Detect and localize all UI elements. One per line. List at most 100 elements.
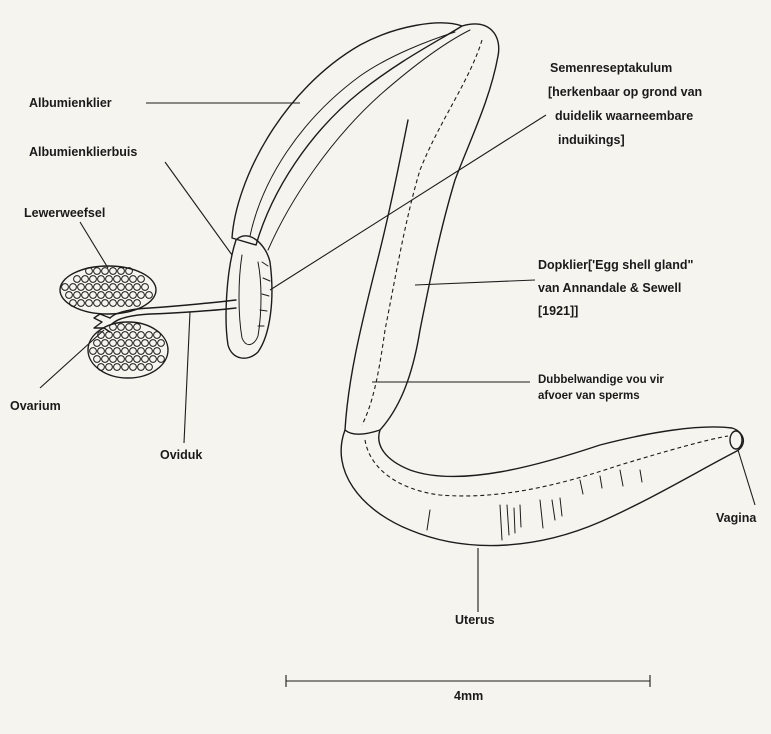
label-lewerweefsel: Lewerweefsel bbox=[24, 205, 105, 222]
liver-cell bbox=[122, 332, 129, 339]
label-semenreseptakulum-line2: [herkenbaar op grond van bbox=[548, 84, 702, 101]
liver-cell bbox=[70, 284, 77, 291]
leader-dopklier bbox=[415, 280, 535, 285]
liver-cell bbox=[146, 332, 153, 339]
liver-cell bbox=[110, 284, 117, 291]
liver-cell bbox=[94, 284, 101, 291]
liver-cell bbox=[106, 276, 113, 283]
liver-cell bbox=[118, 284, 125, 291]
liver-cell bbox=[134, 340, 141, 347]
liver-cell bbox=[158, 356, 165, 363]
leader-ovarium bbox=[40, 330, 104, 388]
liver-cell bbox=[86, 300, 93, 307]
liver-cell bbox=[94, 300, 101, 307]
liver-cell bbox=[98, 348, 105, 355]
liver-cell bbox=[126, 284, 133, 291]
liver-cell bbox=[118, 300, 125, 307]
liver-cell bbox=[130, 348, 137, 355]
label-semenreseptakulum: Semenreseptakulum bbox=[550, 60, 672, 77]
liver-cell bbox=[130, 276, 137, 283]
liver-cell bbox=[134, 324, 141, 331]
liver-cell bbox=[74, 292, 81, 299]
liver-cell bbox=[90, 276, 97, 283]
semen-receptaculum bbox=[226, 236, 272, 358]
liver-cell bbox=[94, 356, 101, 363]
liver-cell bbox=[146, 364, 153, 371]
liver-cell bbox=[122, 364, 129, 371]
label-oviduk: Oviduk bbox=[160, 447, 202, 464]
liver-cell bbox=[106, 332, 113, 339]
label-semenreseptakulum-line3: duidelik waarneembare bbox=[555, 108, 693, 125]
liver-cell bbox=[146, 292, 153, 299]
capsule-gland-stripe bbox=[268, 30, 470, 250]
leader-albumienklierbuis bbox=[165, 162, 232, 255]
liver-cell bbox=[102, 268, 109, 275]
liver-cell bbox=[82, 276, 89, 283]
liver-cell bbox=[142, 356, 149, 363]
liver-cell bbox=[138, 276, 145, 283]
liver-cell bbox=[82, 292, 89, 299]
liver-cell bbox=[106, 364, 113, 371]
label-dopklier-line2: van Annandale & Sewell bbox=[538, 280, 681, 297]
liver-cell bbox=[66, 292, 73, 299]
liver-cell bbox=[114, 276, 121, 283]
liver-cell bbox=[134, 284, 141, 291]
label-albumienklier: Albumienklier bbox=[29, 95, 112, 112]
liver-cell bbox=[126, 340, 133, 347]
liver-cell bbox=[122, 276, 129, 283]
liver-cell bbox=[102, 340, 109, 347]
capsule-gland-inner-dashed bbox=[362, 40, 482, 425]
liver-cell bbox=[94, 268, 101, 275]
liver-cell bbox=[114, 364, 121, 371]
liver-cell bbox=[98, 292, 105, 299]
liver-cell bbox=[138, 348, 145, 355]
liver-cell bbox=[138, 292, 145, 299]
liver-cell bbox=[74, 276, 81, 283]
liver-cell bbox=[118, 340, 125, 347]
liver-cell bbox=[122, 348, 129, 355]
receptaculum-inner bbox=[239, 255, 261, 345]
leader-oviduk bbox=[184, 312, 190, 443]
liver-cell bbox=[102, 300, 109, 307]
liver-cell bbox=[110, 268, 117, 275]
liver-cell bbox=[106, 348, 113, 355]
liver-cell bbox=[86, 268, 93, 275]
liver-cell bbox=[98, 364, 105, 371]
liver-cell bbox=[142, 284, 149, 291]
albumen-gland-inner bbox=[250, 32, 455, 236]
label-dubbelwandige-line2: afvoer van sperms bbox=[538, 388, 640, 405]
label-semenreseptakulum-line4: induikings] bbox=[558, 132, 625, 149]
liver-cell bbox=[118, 268, 125, 275]
liver-cell bbox=[86, 284, 93, 291]
liver-cell bbox=[122, 292, 129, 299]
liver-cell bbox=[70, 300, 77, 307]
liver-cell bbox=[94, 340, 101, 347]
liver-cell bbox=[118, 356, 125, 363]
liver-cell bbox=[126, 300, 133, 307]
liver-cell bbox=[102, 284, 109, 291]
liver-cell bbox=[130, 292, 137, 299]
uterus-folds bbox=[427, 470, 642, 540]
label-uterus: Uterus bbox=[455, 612, 495, 629]
label-albumienklierbuis: Albumienklierbuis bbox=[29, 144, 137, 161]
liver-cell bbox=[126, 356, 133, 363]
liver-cell bbox=[118, 324, 125, 331]
liver-cell bbox=[150, 340, 157, 347]
leader-lewerweefsel bbox=[80, 222, 108, 268]
liver-cell bbox=[78, 284, 85, 291]
liver-cell bbox=[110, 300, 117, 307]
liver-cell bbox=[154, 348, 161, 355]
liver-cell bbox=[106, 292, 113, 299]
liver-cell bbox=[138, 332, 145, 339]
liver-cell bbox=[150, 356, 157, 363]
liver-cell bbox=[114, 348, 121, 355]
liver-cell bbox=[102, 356, 109, 363]
liver-cell bbox=[62, 284, 69, 291]
liver-cell bbox=[98, 276, 105, 283]
label-dopklier: Dopklier['Egg shell gland" bbox=[538, 257, 693, 274]
scale-bar-label: 4mm bbox=[454, 688, 483, 705]
label-ovarium: Ovarium bbox=[10, 398, 61, 415]
label-dubbelwandige: Dubbelwandige vou vir bbox=[538, 372, 664, 389]
label-vagina: Vagina bbox=[716, 510, 756, 527]
liver-cell bbox=[114, 332, 121, 339]
